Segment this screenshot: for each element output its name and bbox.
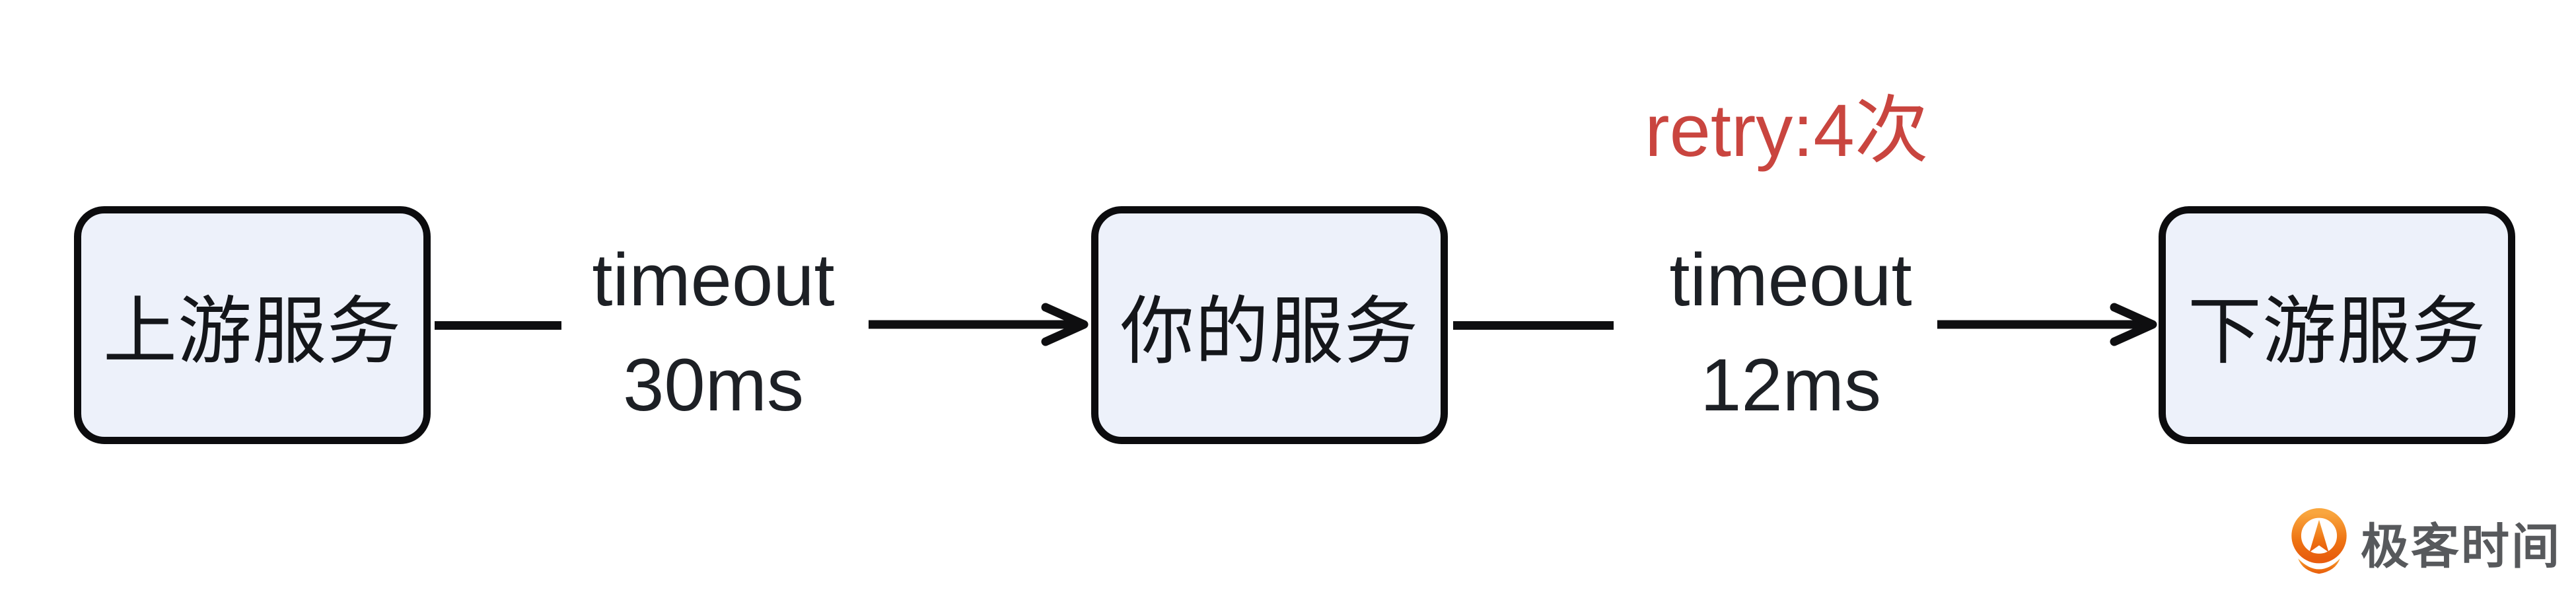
arrow-right-icon (1937, 303, 2157, 346)
connector-line-upstream (435, 321, 561, 330)
edge2-timeout-text: timeout (1669, 239, 1912, 321)
edge2-timeout-value: 12ms (1700, 344, 1881, 427)
node-upstream-label: 上游服务 (103, 290, 402, 373)
connector-line-downstream (1453, 321, 1614, 330)
node-upstream-service: 上游服务 (74, 206, 431, 444)
geektime-q-icon (2291, 508, 2347, 574)
node-your-service: 你的服务 (1091, 206, 1448, 444)
retry-annotation: retry:4次 (1645, 89, 1929, 172)
geektime-watermark: 极客时间 (2291, 506, 2561, 579)
edge-label-timeout-12ms: timeout 12ms (1639, 227, 1943, 437)
node-downstream-service: 下游服务 (2159, 206, 2515, 444)
geektime-brand-text: 极客时间 (2361, 520, 2561, 574)
edge1-timeout-value: 30ms (623, 344, 804, 427)
edge1-timeout-text: timeout (592, 239, 835, 321)
arrow-right-icon (869, 303, 1089, 346)
node-downstream-label: 下游服务 (2188, 290, 2486, 373)
node-your-service-label: 你的服务 (1120, 290, 1419, 373)
edge-label-timeout-30ms: timeout 30ms (561, 227, 865, 437)
